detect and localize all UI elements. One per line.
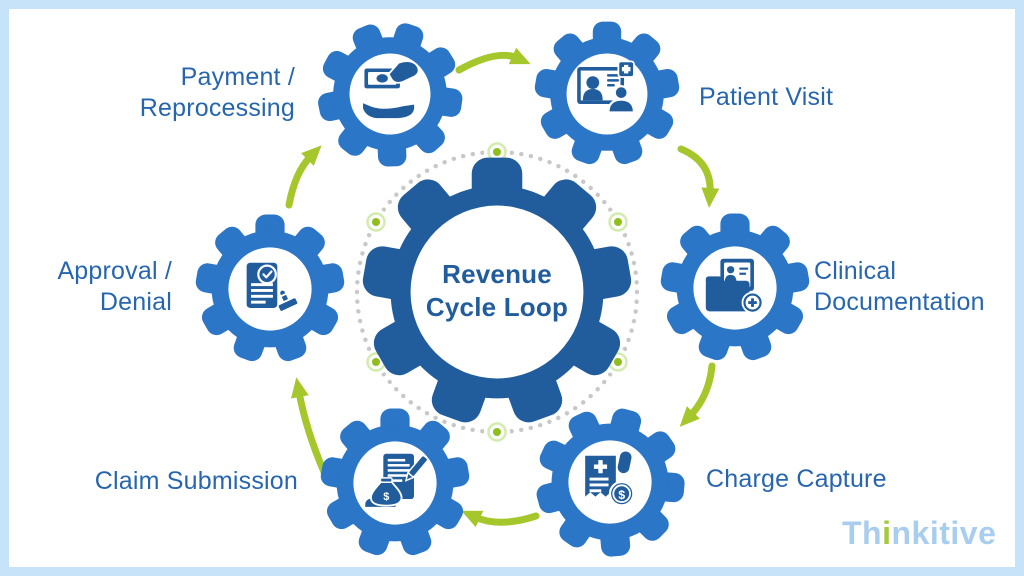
- gear-claim-submission: $: [319, 409, 471, 558]
- arrow-patient-visit-to-clinical-documentation: [677, 145, 720, 208]
- charge-capture-icon: $: [585, 451, 635, 507]
- patient-visit-icon: [577, 60, 636, 114]
- gear-payment: [297, 9, 482, 186]
- gear-charge-capture: $: [517, 390, 702, 567]
- stage-label-approval-denial: Approval / Denial: [57, 257, 172, 316]
- logo-prefix: Th: [842, 515, 883, 551]
- gear-clinical-documentation: [659, 214, 811, 363]
- arrow-approval-denial-to-payment: [285, 145, 322, 209]
- stage-label-claim-submission: Claim Submission: [94, 467, 298, 495]
- logo-highlight-i: i: [882, 515, 892, 551]
- arrow-charge-capture-to-claim-submission: [461, 510, 540, 528]
- arrow-claim-submission-to-approval-denial: [291, 377, 328, 476]
- svg-text:$: $: [618, 488, 625, 502]
- stage-label-clinical-documentation: Clinical Documentation: [814, 257, 985, 316]
- svg-text:$: $: [383, 491, 389, 503]
- stage-label-patient-visit: Patient Visit: [699, 83, 834, 111]
- claim-submission-icon: $: [363, 453, 429, 509]
- logo-suffix: nkitive: [891, 515, 997, 551]
- payment-hand-icon: [363, 60, 420, 119]
- gear-approval-denial: [194, 215, 346, 364]
- arrow-clinical-documentation-to-charge-capture: [679, 362, 716, 427]
- clinical-documentation-icon: [705, 258, 764, 314]
- gear-diagram: $: [9, 9, 1015, 567]
- center-title: Revenue Cycle Loop: [425, 259, 569, 322]
- gear-patient-visit: [533, 22, 681, 167]
- stage-label-payment-reprocessing: Payment / Reprocessing: [139, 63, 295, 122]
- stage-label-charge-capture: Charge Capture: [706, 465, 887, 493]
- approval-denial-icon: [246, 262, 300, 313]
- dotted-track-ring: [354, 139, 640, 445]
- thinkitive-logo: Thinkitive: [842, 515, 996, 552]
- arrow-payment-to-patient-visit: [455, 47, 531, 74]
